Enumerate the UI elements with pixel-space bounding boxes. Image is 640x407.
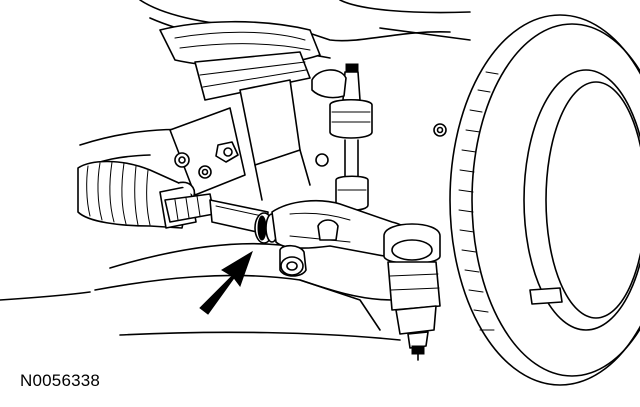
indicator-arrow — [199, 250, 253, 315]
outer-tie-rod — [271, 199, 418, 277]
tie-rod-end — [383, 223, 441, 361]
strut-mount — [159, 20, 321, 201]
rotor-vanes — [458, 71, 499, 331]
mounting-bracket — [169, 107, 246, 196]
figure-id-label: N0056338 — [20, 371, 101, 390]
brake-rotor — [433, 14, 640, 386]
stabilizer-link — [311, 63, 373, 212]
